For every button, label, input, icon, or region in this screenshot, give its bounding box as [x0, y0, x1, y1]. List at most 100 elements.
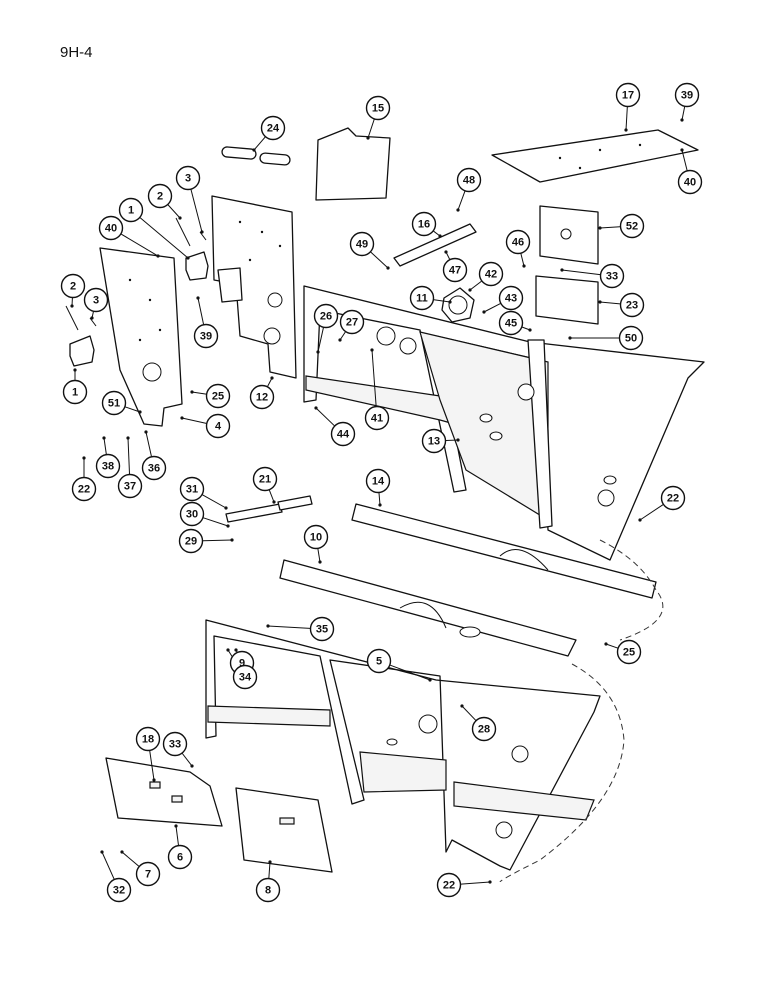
callout-33: 33 — [599, 263, 625, 289]
callout-number: 29 — [185, 536, 197, 548]
callout-number: 51 — [108, 398, 120, 410]
leader-end — [680, 148, 684, 152]
callout-number: 22 — [78, 484, 90, 496]
leader-line — [378, 492, 381, 506]
callout-50: 50 — [618, 325, 644, 351]
leader-end — [444, 250, 448, 254]
callout-16: 16 — [411, 211, 437, 237]
part-12-side-panel — [211, 195, 297, 379]
callout-circle — [167, 844, 193, 870]
leader-line — [599, 301, 621, 305]
callout-circle — [260, 115, 286, 141]
leader-end — [386, 266, 390, 270]
callout-number: 24 — [267, 123, 280, 135]
callout-37: 37 — [117, 473, 143, 499]
callout-45: 45 — [498, 310, 524, 336]
callout-24: 24 — [260, 115, 286, 141]
callout-circle — [442, 257, 468, 283]
leader-end — [178, 216, 182, 220]
leader-line — [370, 251, 389, 269]
callout-circle — [478, 261, 504, 287]
callout-circle — [615, 82, 641, 108]
callout-circle — [674, 82, 700, 108]
leader-end — [90, 316, 94, 320]
callout-39: 39 — [674, 82, 700, 108]
callout-circle — [498, 285, 524, 311]
leader-line — [371, 349, 377, 407]
callout-circle — [60, 273, 86, 299]
callout-number: 37 — [124, 481, 136, 493]
leader-end — [120, 850, 124, 854]
callout-circle — [330, 421, 356, 447]
callout-number: 23 — [626, 300, 638, 312]
callout-circle — [255, 877, 281, 903]
callout-number: 9 — [239, 658, 245, 670]
leader-line — [599, 226, 621, 229]
callout-circle — [98, 215, 124, 241]
leader-line — [101, 851, 115, 880]
callout-39: 39 — [193, 323, 219, 349]
leader-end — [316, 350, 320, 354]
part-5-lower-frame — [205, 619, 601, 871]
callout-5: 5 — [366, 648, 392, 674]
callout-number: 1 — [128, 205, 134, 217]
callout-3: 3 — [83, 287, 109, 313]
callout-circle — [619, 292, 645, 318]
leader-end — [438, 234, 442, 238]
callout-number: 2 — [157, 191, 163, 203]
leader-line — [315, 407, 335, 427]
leader-line — [181, 753, 193, 767]
callout-1: 1 — [62, 379, 88, 405]
leader-end — [190, 390, 194, 394]
callout-25: 25 — [205, 383, 231, 409]
leader-end — [624, 128, 628, 132]
leader-end — [138, 410, 142, 414]
callout-41: 41 — [364, 405, 390, 431]
callout-28: 28 — [471, 716, 497, 742]
callout-number: 50 — [625, 333, 637, 345]
leader-end — [224, 506, 228, 510]
callout-number: 25 — [212, 391, 224, 403]
callout-32: 32 — [106, 877, 132, 903]
leader-end — [488, 880, 492, 884]
callout-27: 27 — [339, 309, 365, 335]
callout-circle — [147, 183, 173, 209]
callout-number: 10 — [310, 532, 322, 544]
callout-15: 15 — [365, 95, 391, 121]
callout-42: 42 — [478, 261, 504, 287]
callout-52: 52 — [619, 213, 645, 239]
callout-number: 7 — [145, 869, 151, 881]
callout-25: 25 — [616, 639, 642, 665]
callout-10: 10 — [303, 524, 329, 550]
leader-line — [317, 327, 324, 353]
leader-end — [428, 678, 432, 682]
callout-14: 14 — [365, 468, 391, 494]
leader-end — [126, 436, 130, 440]
callout-51: 51 — [101, 390, 127, 416]
leader-end — [560, 268, 564, 272]
callout-number: 3 — [93, 295, 99, 307]
callout-43: 43 — [498, 285, 524, 311]
part-17-top-panel — [491, 129, 699, 183]
callout-circle — [364, 405, 390, 431]
callout-circle — [309, 616, 335, 642]
callout-circle — [409, 285, 435, 311]
leader-line — [433, 299, 451, 303]
callout-circle — [252, 466, 278, 492]
leader-end — [460, 704, 464, 708]
leader-end — [82, 456, 86, 460]
callout-circle — [303, 524, 329, 550]
leader-end — [234, 648, 238, 652]
callout-number: 41 — [371, 413, 383, 425]
callout-circle — [365, 95, 391, 121]
callout-number: 13 — [428, 436, 440, 448]
leader-end — [144, 430, 148, 434]
callout-21: 21 — [252, 466, 278, 492]
callout-number: 43 — [505, 293, 517, 305]
leader-line — [561, 269, 601, 276]
callout-circle — [365, 468, 391, 494]
callout-number: 49 — [356, 239, 368, 251]
callout-circle — [349, 231, 375, 257]
callout-18: 18 — [135, 726, 161, 752]
